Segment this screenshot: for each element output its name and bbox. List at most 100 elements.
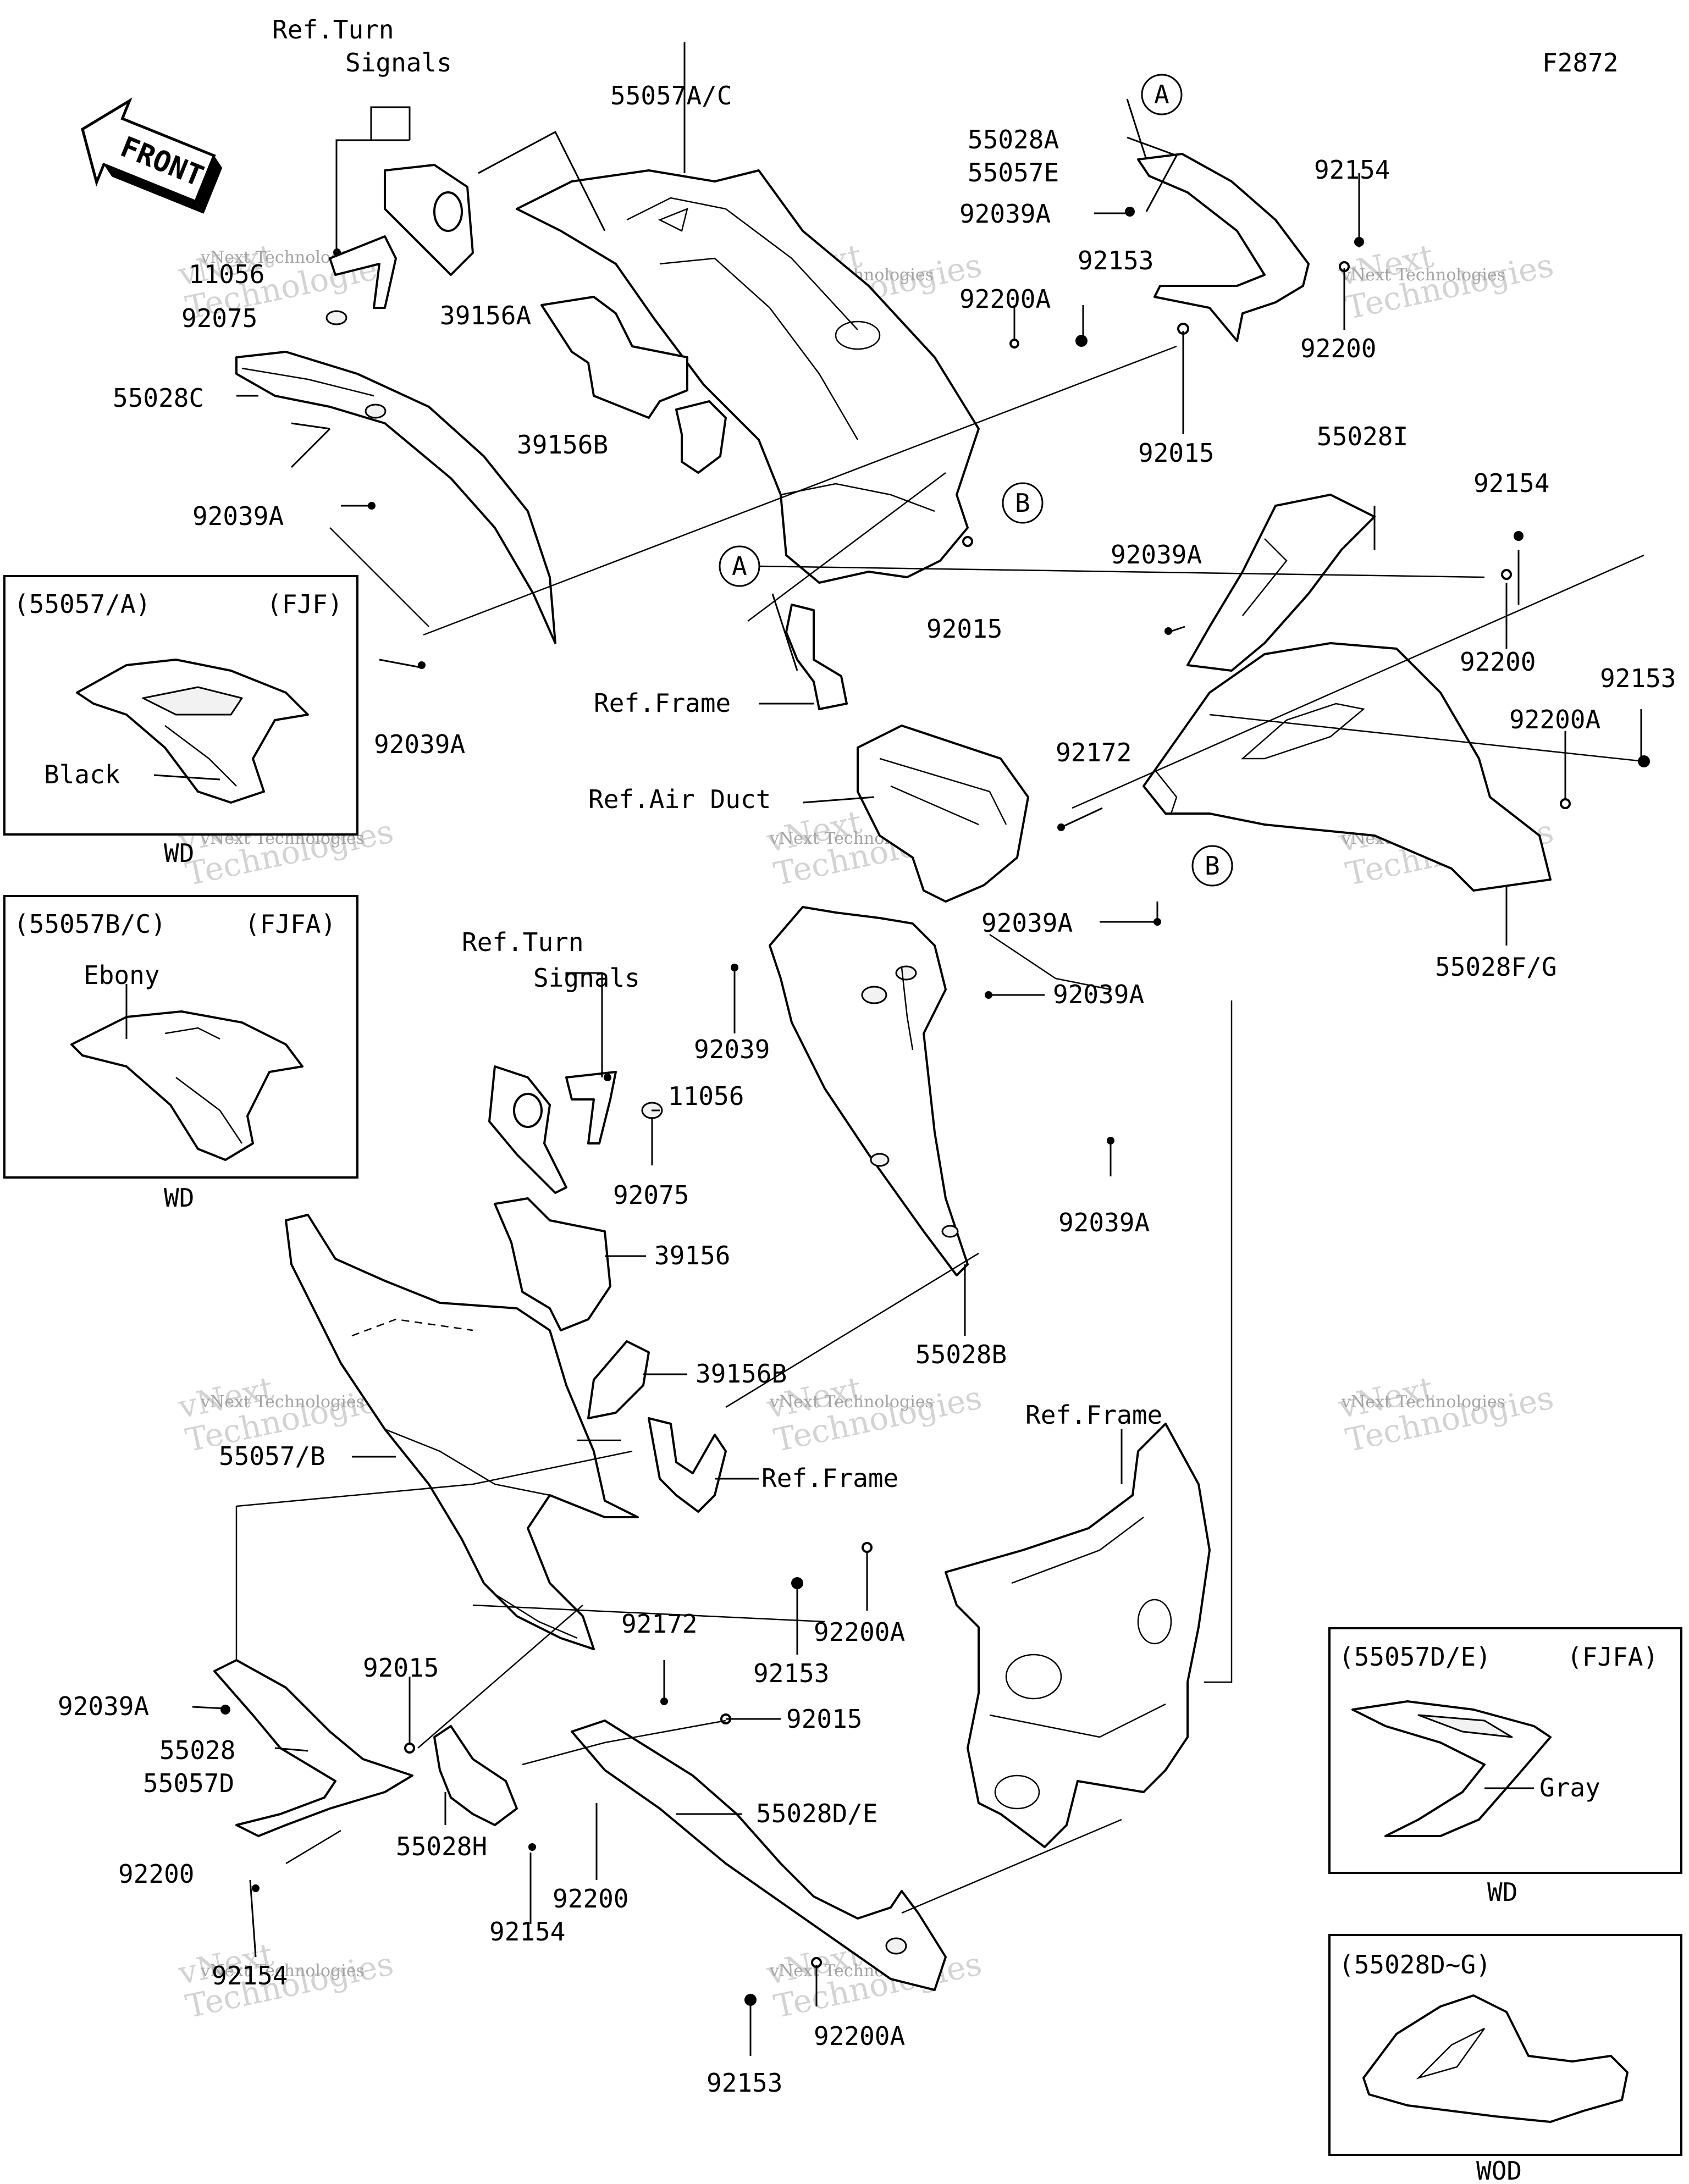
turn-signal-assembly-mid [488,1065,663,1194]
inset-color-label: Ebony [84,960,159,990]
label-11056: 11056 [189,259,264,289]
label-39156a: 39156A [440,301,531,330]
inset-code: (55057/A) [14,589,151,619]
label-92200a: 92200A [1509,705,1600,734]
label-ref-frame: Ref.Frame [1025,1400,1162,1430]
label-92200: 92200 [1460,647,1536,677]
label-55028c: 55028C [113,383,204,413]
callout-b-right: B [1191,845,1233,887]
label-92153: 92153 [753,1658,829,1688]
watermark-small: vNext Technologies [1341,266,1505,285]
label-39156b: 39156B [696,1359,787,1389]
watermark-small: vNext Technologies [200,1961,365,1981]
label-92015: 92015 [1138,438,1214,468]
inset-code: (55057B/C) [14,909,166,939]
diagram-id: F2872 [1542,48,1618,78]
inset-code: (55028D~G) [1339,1950,1491,1980]
label-92039a: 92039A [959,199,1051,229]
fasteners [220,207,1650,2006]
label-92200: 92200 [553,1884,628,1914]
label-39156b: 39156B [517,430,608,460]
leader-lines [192,42,1644,2056]
label-ref-turn-signals: Signals [345,48,452,78]
inner-panel-39156b-top [675,400,727,474]
inner-panel-39156 [494,1197,611,1331]
label-55057d: 55057D [143,1768,234,1798]
inset-caption: WD [164,1183,194,1213]
callout-b-top: B [1002,482,1044,524]
label-92039a: 92039A [981,908,1073,938]
label-92154: 92154 [489,1917,565,1947]
label-92200: 92200 [118,1859,194,1889]
label-92075: 92075 [613,1180,689,1210]
label-92154: 92154 [212,1961,288,1991]
label-92075: 92075 [181,303,257,333]
upper-side-cowl-55057ac [516,169,980,584]
label-92154: 92154 [1473,468,1549,498]
label-55028fg: 55028F/G [1435,952,1557,982]
inset-code: (55057D/E) [1339,1642,1491,1672]
label-92039: 92039 [694,1035,770,1064]
label-55028i: 55028I [1317,422,1408,451]
callout-letter: B [1205,851,1220,881]
label-92153: 92153 [706,2068,782,2098]
under-cowl-55028de [571,1719,947,1991]
inset-model: (FJFA) [245,909,336,939]
label-92039a: 92039A [1111,540,1202,570]
label-ref-frame: Ref.Frame [761,1463,898,1493]
inset-55057de-gray: (55057D/E) (FJFA) Gray WD [1328,1627,1682,1907]
inner-panel-55028i [1186,494,1376,672]
label-92039a: 92039A [192,501,284,531]
label-55057e: 55057E [968,158,1059,187]
label-ref-turn-signals: Ref.Turn [272,15,394,45]
side-cowl-55028fg [1142,642,1552,892]
small-cover-55028h [433,1725,518,1826]
label-92039a: 92039A [374,729,465,759]
turn-signal-assembly-top [325,164,474,325]
inset-55028dg-wod: (55028D~G) WOD [1328,1934,1682,2184]
label-92154: 92154 [1314,155,1390,185]
label-11056: 11056 [668,1081,744,1111]
label-92153: 92153 [1078,246,1153,275]
label-92172: 92172 [1056,738,1131,767]
inset-55057bc-ebony: (55057B/C) (FJFA) Ebony WD [3,895,358,1213]
inset-model: (FJF) [267,589,343,619]
main-frame-ref [945,1423,1211,1848]
inset-caption: WD [1487,1877,1517,1907]
inner-panel-39156b-mid [587,1340,650,1419]
inner-panel-39156a [540,296,688,419]
ref-frame-bracket-mid [648,1417,727,1513]
label-92039a: 92039A [1058,1208,1150,1237]
ref-frame-bracket-top [785,604,848,710]
watermark-small: vNext Technologies [769,1392,934,1412]
label-92039a: 92039A [58,1691,149,1721]
label-55028a: 55028A [968,125,1059,154]
inner-panel-55028b [769,906,969,1276]
label-92015: 92015 [926,614,1002,644]
label-92153: 92153 [1600,664,1676,693]
label-55028: 55028 [159,1735,235,1765]
callout-a-mid: A [719,545,760,587]
air-duct-ref [857,725,1029,903]
label-55028de: 55028D/E [756,1799,878,1828]
front-direction-arrow: FRONT [81,97,223,214]
label-92039a: 92039A [1053,980,1144,1009]
inset-55057a-black: (55057/A) (FJF) Black WD [3,575,358,868]
label-55028b: 55028B [915,1340,1007,1369]
callout-a-top: A [1141,74,1183,115]
inset-color-label: Gray [1539,1773,1600,1803]
upper-fairing-55028a [1137,153,1310,342]
label-92172: 92172 [621,1609,697,1639]
watermark-small: vNext Technologies [1341,1392,1505,1412]
label-92015: 92015 [363,1653,439,1683]
watermark-small: vNext Technologies [200,1392,365,1412]
inset-model: (FJFA) [1567,1642,1658,1672]
label-ref-turn-signals: Signals [533,963,640,993]
label-92200a: 92200A [814,2021,905,2051]
label-55057ac: 55057A/C [610,81,732,110]
callout-letter: B [1015,488,1030,518]
label-ref-turn-signals: Ref.Turn [462,927,584,957]
label-55028h: 55028H [396,1832,487,1861]
